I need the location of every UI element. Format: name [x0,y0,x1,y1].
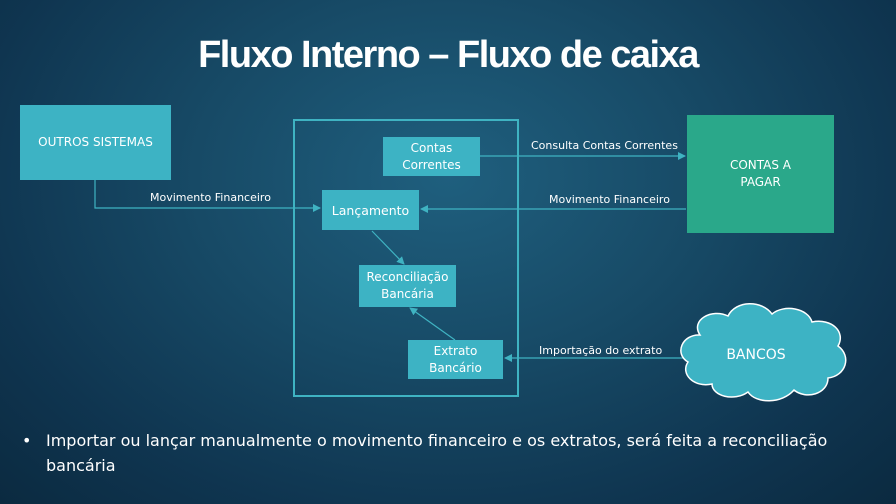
node-bancos[interactable]: BANCOS [726,347,786,363]
node-contas-a-pagar[interactable]: CONTAS A PAGAR [687,115,834,233]
node-outros-sistemas[interactable]: OUTROS SISTEMAS [20,105,171,180]
page-title: Fluxo Interno – Fluxo de caixa [198,34,699,76]
node-reconciliacao-bancaria[interactable]: Reconciliação Bancária [359,265,456,307]
bullet-point: • Importar ou lançar manualmente o movim… [22,428,862,478]
edge-lancamento-to-reconciliacao [371,230,405,265]
edge-label-consulta-contas-correntes: Consulta Contas Correntes [531,139,678,152]
edge-outros-to-lancamento [94,180,321,212]
bullet-text: Importar ou lançar manualmente o movimen… [46,431,828,475]
node-lancamento[interactable]: Lançamento [322,190,419,230]
edge-label-movimento-financeiro-left: Movimento Financeiro [150,191,271,204]
internal-flow-frame [293,119,519,397]
edge-extrato-to-reconciliacao [409,307,456,341]
bancos-cloud-shape [680,303,847,402]
node-extrato-bancario[interactable]: Extrato Bancário [408,340,503,379]
edge-label-movimento-financeiro-right: Movimento Financeiro [549,193,670,206]
bullet-dot: • [22,431,32,450]
node-contas-correntes[interactable]: Contas Correntes [383,137,480,176]
edge-label-importacao-extrato: Importação do extrato [539,344,663,357]
